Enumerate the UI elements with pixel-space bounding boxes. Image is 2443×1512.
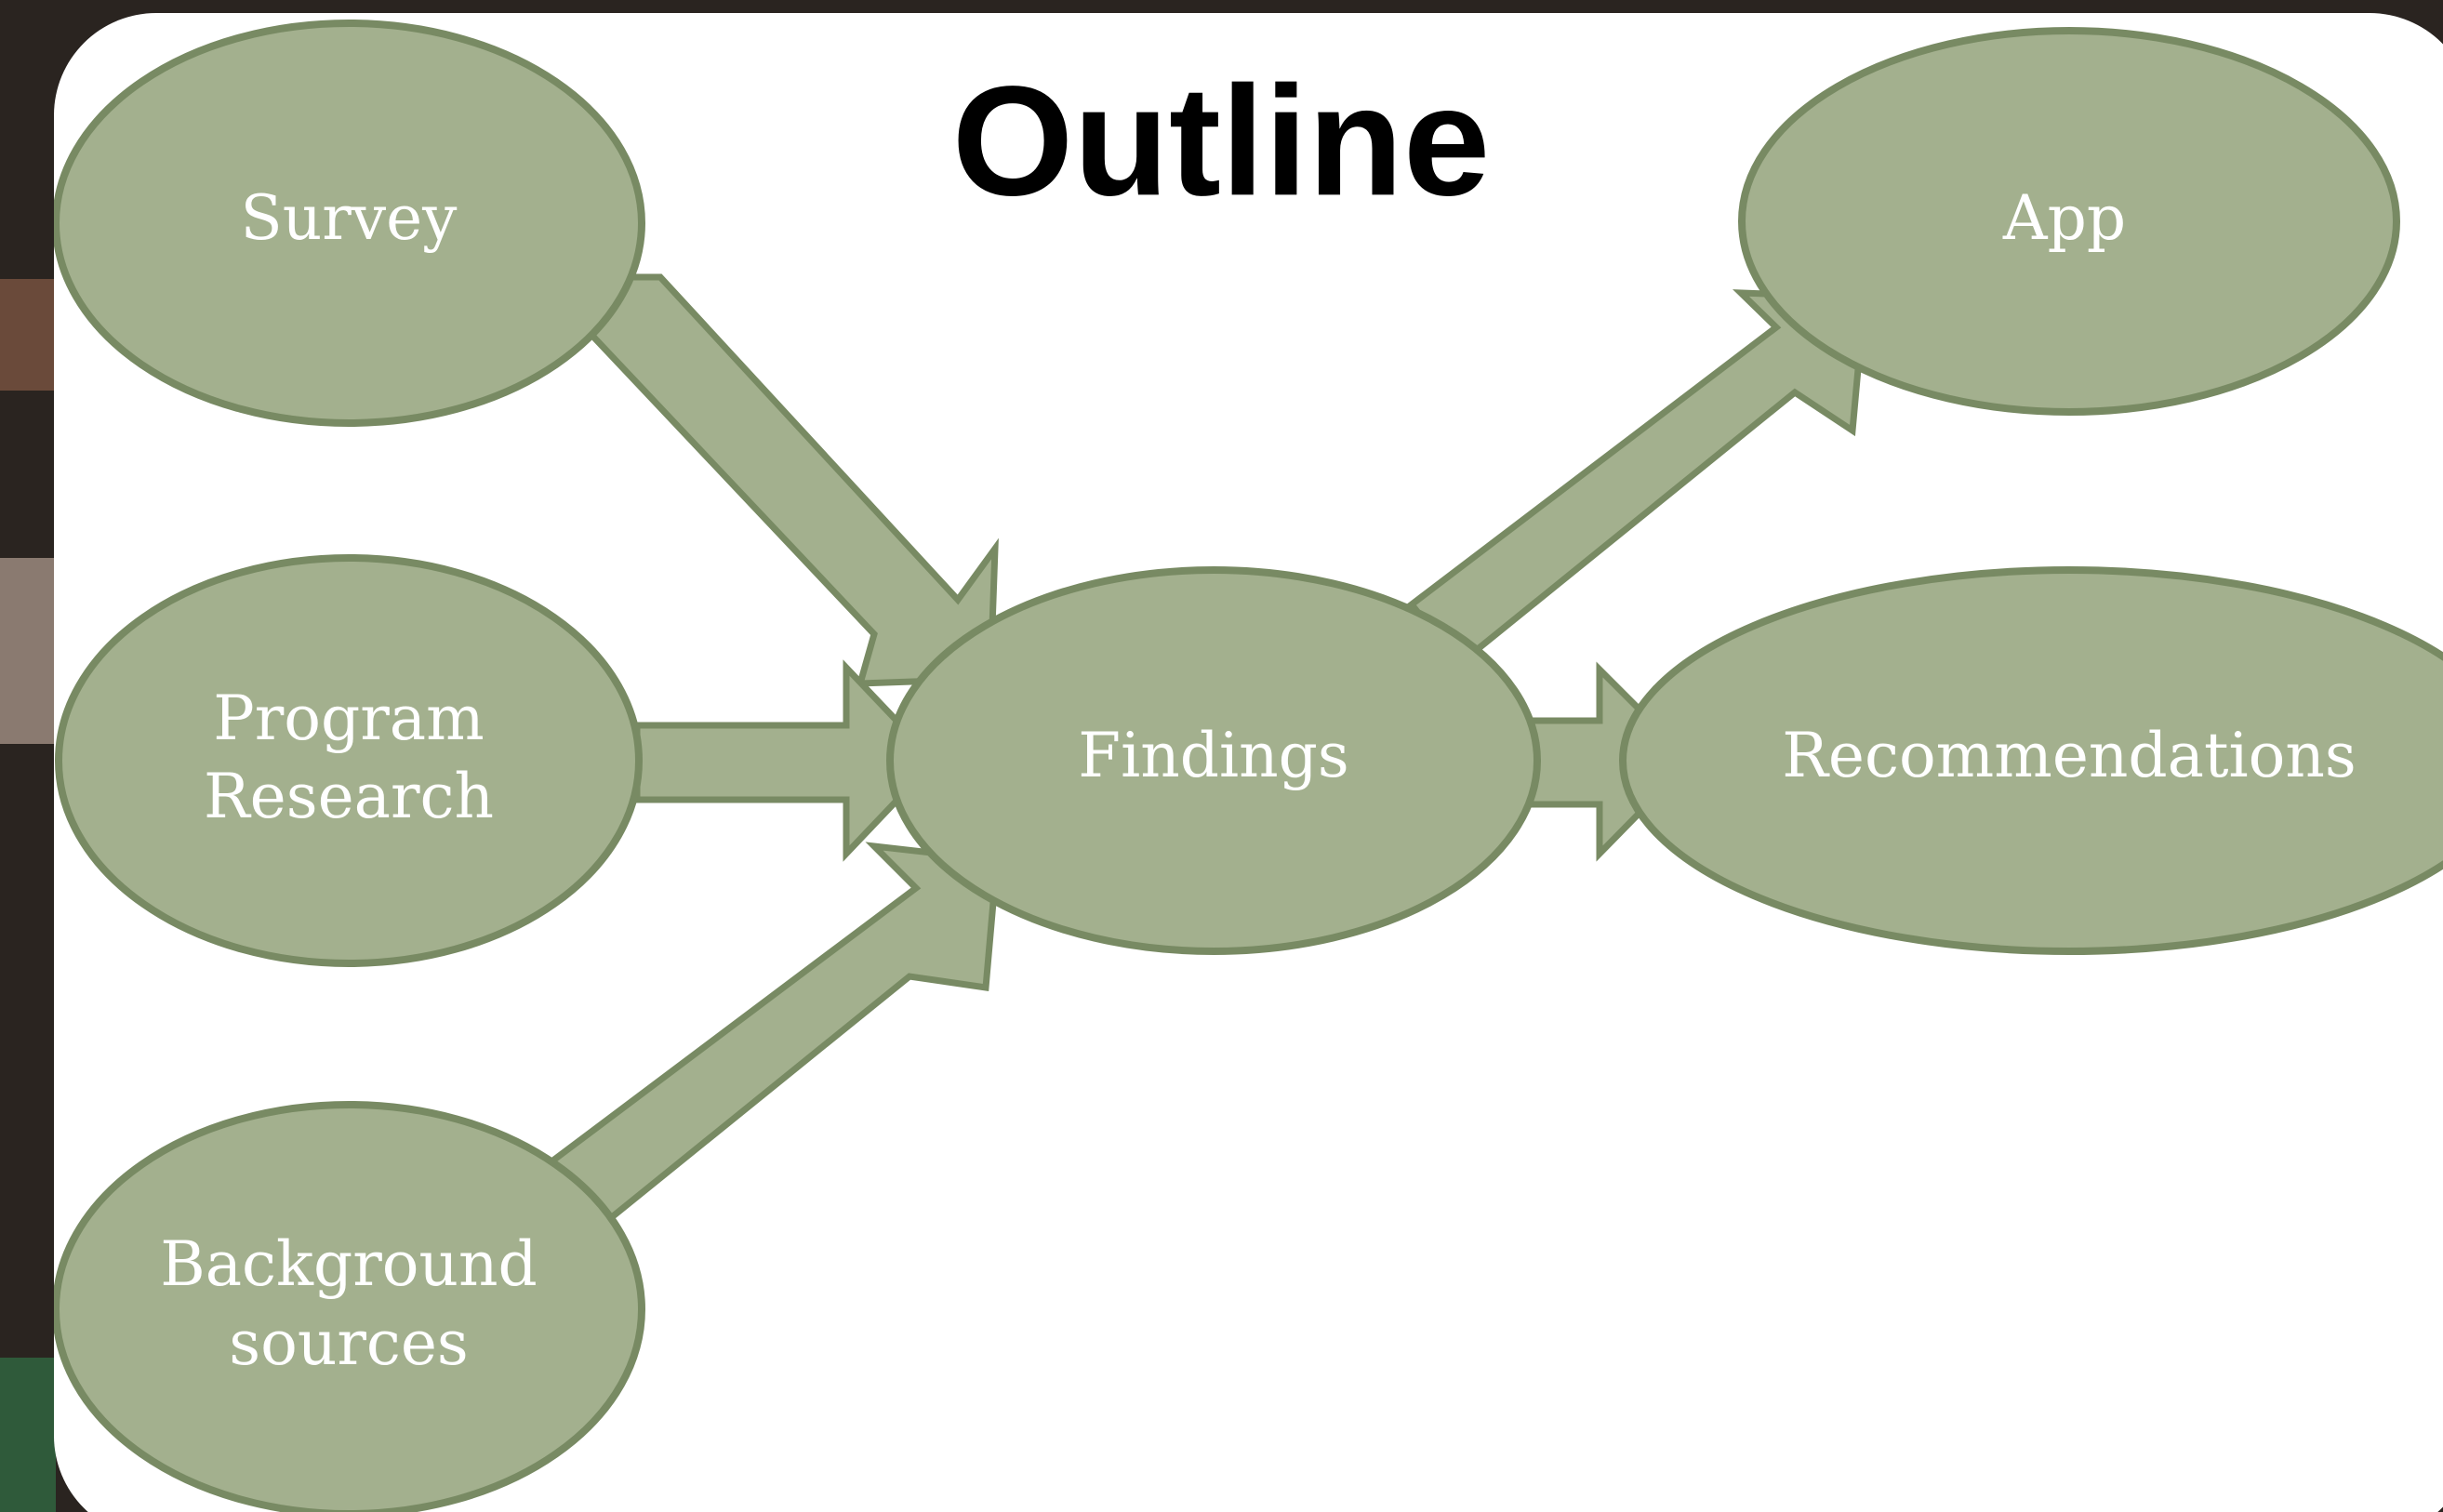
node-survey — [54, 20, 645, 427]
arrow-program-research-to-findings — [633, 659, 939, 862]
label-background-sources-line2: sources — [229, 1307, 469, 1379]
label-background-sources-line1: Background — [160, 1228, 538, 1300]
background-photo-detail — [0, 558, 56, 744]
label-findings: Findings — [1078, 720, 1348, 791]
node-program-research — [55, 554, 643, 967]
node-findings — [886, 566, 1541, 955]
slide-title: Outline — [952, 53, 1491, 228]
node-background-sources — [54, 1101, 645, 1512]
arrow-background-to-findings — [546, 842, 1001, 1238]
label-survey: Survey — [241, 182, 458, 254]
label-recommendations: Recommendations — [1782, 720, 2357, 791]
label-app: App — [2002, 182, 2126, 254]
label-program-research-line1: Program — [213, 683, 484, 754]
background-photo-detail — [0, 1358, 56, 1512]
node-app — [1738, 27, 2400, 416]
node-recommendations — [1619, 566, 2443, 955]
label-program-research-line2: Research — [204, 761, 494, 832]
background-photo-detail — [0, 279, 56, 391]
